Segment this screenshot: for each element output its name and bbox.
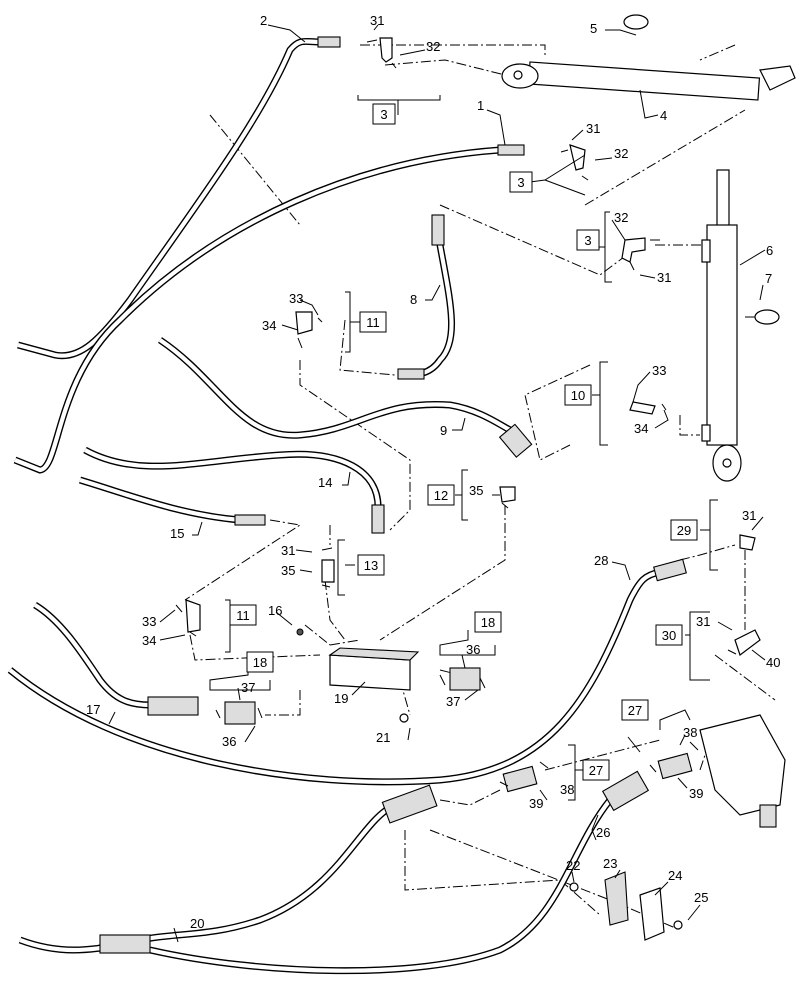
callout-numbers: 2 31 32 5 4 1 31 32 32 31 6 7 8 33 34 33… bbox=[86, 13, 780, 931]
ref-box-27a: 27 bbox=[621, 699, 649, 721]
callout-31: 31 bbox=[586, 121, 600, 136]
callout-22: 22 bbox=[566, 858, 580, 873]
callout-2: 2 bbox=[260, 13, 267, 28]
callout-9: 9 bbox=[440, 423, 447, 438]
callout-34: 34 bbox=[262, 318, 276, 333]
callout-15: 15 bbox=[170, 526, 184, 541]
cylinder-4 bbox=[501, 61, 796, 101]
callout-40: 40 bbox=[766, 655, 780, 670]
callout-39: 39 bbox=[529, 796, 543, 811]
callout-26: 26 bbox=[596, 825, 610, 840]
callout-25: 25 bbox=[694, 890, 708, 905]
ref-label-30: 30 bbox=[662, 628, 676, 643]
callout-6: 6 bbox=[766, 243, 773, 258]
ref-box-3c: 3 bbox=[576, 229, 600, 251]
ref-label-18: 18 bbox=[253, 655, 267, 670]
ref-box-3a: 3 bbox=[372, 103, 396, 125]
ref-box-29: 29 bbox=[670, 519, 698, 541]
callout-21: 21 bbox=[376, 730, 390, 745]
callout-14: 14 bbox=[318, 475, 332, 490]
ref-box-11b: 11 bbox=[229, 604, 257, 626]
callout-35: 35 bbox=[281, 563, 295, 578]
callout-1: 1 bbox=[477, 98, 484, 113]
callout-32: 32 bbox=[614, 146, 628, 161]
callout-36: 36 bbox=[466, 642, 480, 657]
callout-36: 36 bbox=[222, 734, 236, 749]
ref-box-30: 30 bbox=[655, 624, 683, 646]
connection-lines bbox=[184, 44, 776, 931]
callout-31: 31 bbox=[742, 508, 756, 523]
callout-31: 31 bbox=[370, 13, 384, 28]
ref-label-13: 13 bbox=[364, 558, 378, 573]
callout-33: 33 bbox=[652, 363, 666, 378]
ref-label-10: 10 bbox=[571, 388, 585, 403]
callout-5: 5 bbox=[590, 21, 597, 36]
callout-31: 31 bbox=[696, 614, 710, 629]
callout-8: 8 bbox=[410, 292, 417, 307]
callout-32: 32 bbox=[614, 210, 628, 225]
fittings bbox=[99, 36, 786, 954]
callout-37: 37 bbox=[241, 680, 255, 695]
callout-17: 17 bbox=[86, 702, 100, 717]
ref-box-11a: 11 bbox=[359, 311, 387, 333]
ref-label-27: 27 bbox=[628, 703, 642, 718]
o-ring-5 bbox=[623, 14, 649, 30]
ref-box-27b: 27 bbox=[582, 759, 610, 781]
callout-32: 32 bbox=[426, 39, 440, 54]
callout-34: 34 bbox=[142, 633, 156, 648]
ref-label-27: 27 bbox=[589, 763, 603, 778]
callout-33: 33 bbox=[142, 614, 156, 629]
callout-31: 31 bbox=[281, 543, 295, 558]
ref-label-18: 18 bbox=[481, 615, 495, 630]
cylinder-6 bbox=[701, 169, 742, 482]
callout-37: 37 bbox=[446, 694, 460, 709]
ref-box-12: 12 bbox=[427, 484, 455, 506]
ref-label-12: 12 bbox=[434, 488, 448, 503]
callout-28: 28 bbox=[594, 553, 608, 568]
o-ring-7 bbox=[754, 309, 780, 325]
ref-box-13: 13 bbox=[357, 554, 385, 576]
ref-box-18a: 18 bbox=[474, 611, 502, 633]
callout-16: 16 bbox=[268, 603, 282, 618]
callout-4: 4 bbox=[660, 108, 667, 123]
ref-label-11: 11 bbox=[236, 608, 250, 623]
callout-24: 24 bbox=[668, 868, 682, 883]
callout-33: 33 bbox=[289, 291, 303, 306]
callout-35: 35 bbox=[469, 483, 483, 498]
ref-label-3: 3 bbox=[380, 107, 387, 122]
callout-19: 19 bbox=[334, 691, 348, 706]
callout-39: 39 bbox=[689, 786, 703, 801]
callout-34: 34 bbox=[634, 421, 648, 436]
ref-label-29: 29 bbox=[677, 523, 691, 538]
callout-38: 38 bbox=[683, 725, 697, 740]
callout-20: 20 bbox=[190, 916, 204, 931]
callout-38: 38 bbox=[560, 782, 574, 797]
ref-label-3: 3 bbox=[584, 233, 591, 248]
callout-31: 31 bbox=[657, 270, 671, 285]
callout-23: 23 bbox=[603, 856, 617, 871]
leader-lines bbox=[108, 24, 766, 943]
callout-7: 7 bbox=[765, 271, 772, 286]
ref-box-3b: 3 bbox=[509, 171, 533, 193]
ref-label-11: 11 bbox=[366, 315, 380, 330]
ref-box-10: 10 bbox=[564, 384, 592, 406]
hoses bbox=[7, 37, 661, 975]
ref-label-3: 3 bbox=[517, 175, 524, 190]
boxed-references: 3 3 3 11 10 12 29 13 11 18 30 18 27 27 bbox=[229, 103, 698, 781]
ref-box-18b: 18 bbox=[246, 651, 274, 673]
